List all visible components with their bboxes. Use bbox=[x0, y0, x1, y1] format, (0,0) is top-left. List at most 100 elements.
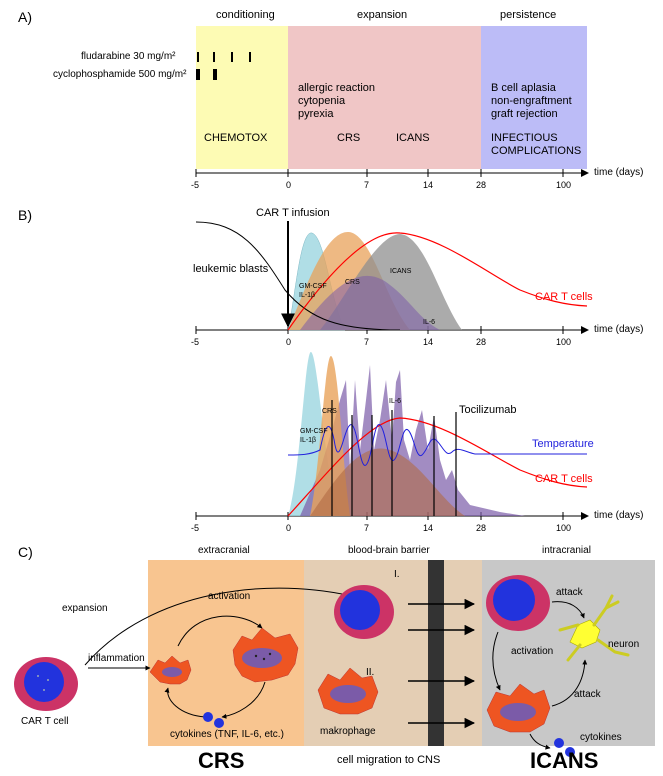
panel-c-label: C) bbox=[18, 544, 33, 560]
temperature-curve bbox=[287, 424, 587, 466]
macrophage-bbb-icon bbox=[317, 667, 379, 715]
cart-curve-top bbox=[287, 232, 588, 331]
drug-cyclophosphamide: cyclophosphamide 500 mg/m² bbox=[53, 69, 187, 80]
persistence-event: graft rejection bbox=[491, 108, 558, 120]
axis-b1-arrow bbox=[581, 326, 589, 334]
phase-expansion: expansion bbox=[357, 9, 408, 21]
axis-a bbox=[195, 169, 587, 177]
drug-fludarabine: fludarabine 30 mg/m² bbox=[81, 51, 176, 62]
expansion-label: expansion bbox=[62, 603, 108, 614]
cytokine-dot bbox=[203, 712, 213, 722]
persistence-event: non-engraftment bbox=[491, 95, 572, 107]
icans-curve-label: ICANS bbox=[390, 268, 412, 275]
il6-label-bottom: IL-6 bbox=[389, 398, 402, 405]
axis-label: time (days) bbox=[594, 167, 644, 178]
cytokines-label-right: cytokines bbox=[580, 732, 622, 743]
fludarabine-doses bbox=[197, 52, 251, 62]
tocilizumab-label: Tocilizumab bbox=[459, 404, 517, 416]
activation-arc bbox=[177, 615, 263, 647]
il1b-label-top: IL-1β bbox=[299, 292, 316, 299]
persistence-region bbox=[481, 26, 587, 169]
tick-label: 7 bbox=[364, 523, 370, 533]
conditioning-region bbox=[196, 26, 288, 169]
cytokines-label-left: cytokines (TNF, IL-6, etc.) bbox=[170, 729, 284, 740]
tick-label: 100 bbox=[556, 523, 572, 533]
blasts-label: leukemic blasts bbox=[193, 263, 269, 275]
il1b-label-bottom: IL-1β bbox=[300, 437, 317, 444]
car-t-cell-bbb-icon bbox=[334, 585, 394, 639]
phase-persistence: persistence bbox=[500, 9, 557, 21]
macrophage-icon-small bbox=[149, 655, 192, 685]
attack-arrow-top bbox=[551, 601, 585, 619]
attack-label-top: attack bbox=[556, 587, 583, 598]
crs-label: CRS bbox=[337, 132, 361, 144]
header-intracranial: intracranial bbox=[542, 545, 591, 556]
cytokine-dot bbox=[554, 738, 564, 748]
phase-conditioning: conditioning bbox=[216, 9, 275, 21]
macrophage-cns-icon bbox=[486, 683, 551, 733]
tick-label: 7 bbox=[364, 180, 370, 190]
tick-label: -5 bbox=[191, 523, 200, 533]
panel-a-label: A) bbox=[18, 9, 32, 25]
route-2-label: II. bbox=[366, 667, 375, 678]
footer-icans: ICANS bbox=[530, 748, 599, 773]
activation-label-cns: activation bbox=[511, 646, 554, 657]
tick-label: -5 bbox=[191, 337, 200, 347]
attack-label-bottom: attack bbox=[574, 689, 601, 700]
infectious-label: INFECTIOUS bbox=[491, 132, 558, 144]
temperature-label: Temperature bbox=[532, 438, 594, 450]
makrophage-label: makrophage bbox=[320, 726, 376, 737]
axis-label: time (days) bbox=[594, 510, 644, 521]
expansion-event: pyrexia bbox=[298, 108, 334, 120]
brown-curve-bottom bbox=[310, 448, 465, 516]
blood-brain-barrier-wall bbox=[428, 560, 444, 746]
footer-migration: cell migration to CNS bbox=[337, 754, 441, 766]
tick-label: 100 bbox=[556, 337, 572, 347]
cytokine-feedback-arrow-right bbox=[221, 681, 266, 719]
tick-label: 0 bbox=[286, 180, 292, 190]
activation-arrow-cns bbox=[492, 631, 501, 691]
gmcsf-label-bottom: GM-CSF bbox=[300, 428, 328, 435]
car-t-cell-icon bbox=[14, 657, 78, 711]
expansion-event: allergic reaction bbox=[298, 82, 376, 94]
axis-a-arrow bbox=[581, 169, 589, 177]
neuron-icon bbox=[558, 594, 630, 662]
cart-label-bottom: CAR T cells bbox=[535, 473, 593, 485]
il6-curve-top bbox=[300, 275, 440, 330]
il6-label-top: IL-6 bbox=[423, 319, 436, 326]
expansion-region bbox=[288, 26, 481, 169]
gmcsf-label-top: GM-CSF bbox=[299, 283, 327, 290]
tick-label: 14 bbox=[423, 180, 434, 190]
tocilizumab-lines bbox=[331, 400, 457, 516]
persistence-event: B cell aplasia bbox=[491, 82, 556, 94]
header-bbb: blood-brain barrier bbox=[348, 545, 430, 556]
macrophage-icon-large bbox=[232, 627, 299, 683]
infectious-label: COMPLICATIONS bbox=[491, 145, 582, 157]
tick-label: 28 bbox=[476, 523, 487, 533]
blasts-curve bbox=[195, 221, 401, 331]
tick-label: 14 bbox=[423, 337, 434, 347]
tick-label: 7 bbox=[364, 337, 370, 347]
tick-label: 14 bbox=[423, 523, 434, 533]
axis-b2-arrow bbox=[581, 512, 589, 520]
neuron-label: neuron bbox=[608, 639, 640, 650]
icans-label: ICANS bbox=[396, 132, 430, 144]
crs-curve-label-bottom: CRS bbox=[322, 408, 337, 415]
expansion-arrow bbox=[84, 587, 361, 666]
car-t-cell-cns-icon bbox=[486, 575, 550, 631]
expansion-event: cytopenia bbox=[298, 95, 346, 107]
cart-label-top: CAR T cells bbox=[535, 291, 593, 303]
panel-b-label: B) bbox=[18, 207, 32, 223]
cytokine-dot bbox=[214, 718, 224, 728]
attack-arrow-bottom bbox=[551, 659, 588, 707]
header-extracranial: extracranial bbox=[198, 545, 250, 556]
car-t-cell-label: CAR T cell bbox=[21, 716, 69, 727]
cytokine-arrow-cns bbox=[529, 733, 551, 750]
cytokine-dot bbox=[565, 747, 575, 757]
tick-label: 100 bbox=[556, 180, 572, 190]
tick-label: 0 bbox=[286, 337, 292, 347]
crs-curve-label-top: CRS bbox=[345, 279, 360, 286]
footer-crs: CRS bbox=[198, 748, 245, 773]
tick-label: 28 bbox=[476, 337, 487, 347]
